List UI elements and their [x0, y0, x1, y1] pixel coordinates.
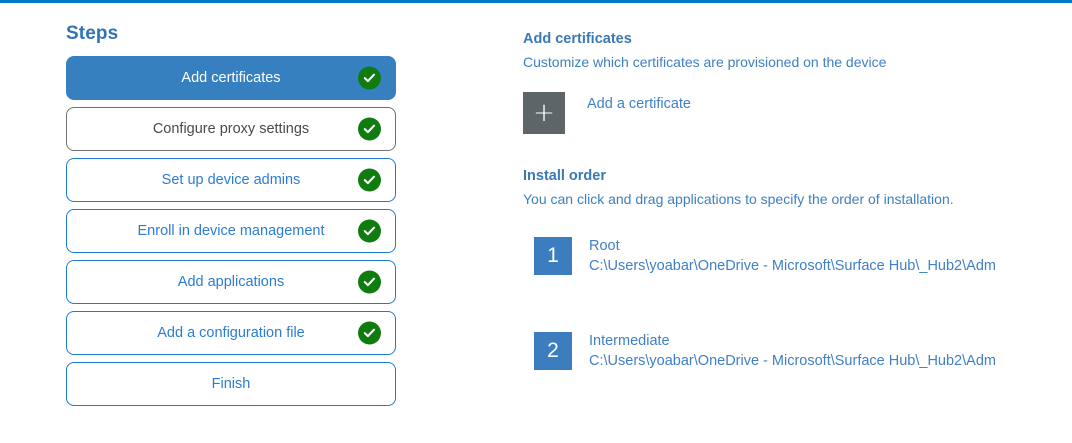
- check-circle-icon: [358, 66, 381, 90]
- install-order-subheading: You can click and drag applications to s…: [523, 191, 954, 207]
- step-item-label: Add applications: [177, 274, 285, 290]
- step-item-label: Finish: [211, 376, 251, 392]
- detail-subheading: Customize which certificates are provisi…: [523, 54, 887, 70]
- install-order-number-badge: 2: [534, 332, 572, 370]
- add-certificate-label: Add a certificate: [587, 96, 691, 112]
- step-item-add-applications[interactable]: Add applications: [66, 260, 396, 304]
- install-order-name: Intermediate: [589, 333, 670, 349]
- install-order-heading: Install order: [523, 168, 606, 184]
- plus-glyph: +: [533, 98, 555, 128]
- step-item-finish[interactable]: Finish: [66, 362, 396, 406]
- step-item-label: Set up device admins: [161, 172, 301, 188]
- install-order-section: Install order You can click and drag app…: [523, 167, 1063, 371]
- step-item-configure-proxy-settings[interactable]: Configure proxy settings: [66, 107, 396, 151]
- steps-panel-title: Steps: [66, 23, 119, 44]
- step-item-set-up-device-admins[interactable]: Set up device admins: [66, 158, 396, 202]
- install-order-path: C:\Users\yoabar\OneDrive - Microsoft\Sur…: [589, 353, 996, 369]
- step-item-label: Add certificates: [181, 70, 281, 86]
- check-circle-icon: [358, 168, 381, 192]
- install-order-name: Root: [589, 238, 620, 254]
- step-item-label: Add a configuration file: [157, 325, 305, 341]
- check-circle-icon: [358, 117, 381, 141]
- step-item-add-a-configuration-file[interactable]: Add a configuration file: [66, 311, 396, 355]
- step-item-label: Enroll in device management: [137, 223, 325, 239]
- step-item-label: Configure proxy settings: [152, 121, 310, 137]
- check-circle-icon: [358, 321, 381, 345]
- step-item-add-certificates[interactable]: Add certificates: [66, 56, 396, 100]
- step-item-enroll-in-device-management[interactable]: Enroll in device management: [66, 209, 396, 253]
- check-circle-icon: [358, 270, 381, 294]
- top-accent-rule: [0, 0, 1072, 3]
- add-certificate-button[interactable]: + Add a certificate: [523, 92, 1063, 134]
- install-order-number-badge: 1: [534, 237, 572, 275]
- detail-panel: Add certificates Customize which certifi…: [523, 30, 1063, 427]
- detail-heading: Add certificates: [523, 31, 632, 47]
- install-order-path: C:\Users\yoabar\OneDrive - Microsoft\Sur…: [589, 258, 996, 274]
- check-circle-icon: [358, 219, 381, 243]
- plus-icon[interactable]: +: [523, 92, 565, 134]
